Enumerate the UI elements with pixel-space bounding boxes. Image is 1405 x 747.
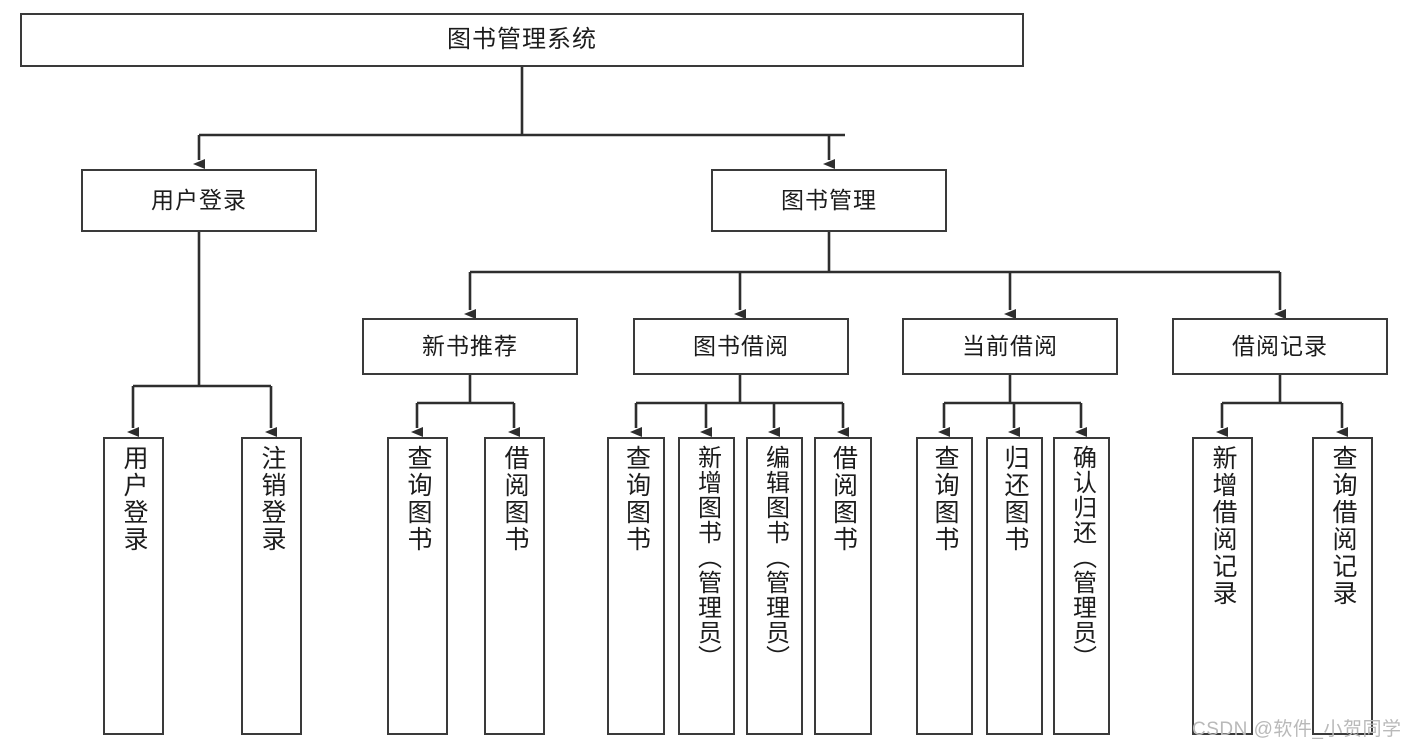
node-root[interactable]: 图书管理系统 bbox=[20, 13, 1024, 67]
node-leaf-borrow-book-2[interactable]: 借阅图书 bbox=[814, 437, 872, 735]
node-user-login[interactable]: 用户登录 bbox=[81, 169, 317, 232]
node-leaf-borrow-book-2-label: 借阅图书 bbox=[829, 445, 858, 553]
node-leaf-logout[interactable]: 注销登录 bbox=[241, 437, 302, 735]
node-leaf-add-book[interactable]: 新增图书（管理员） bbox=[678, 437, 735, 735]
node-leaf-add-record-label: 新增借阅记录 bbox=[1209, 445, 1237, 607]
node-leaf-user-login-label: 用户登录 bbox=[120, 445, 148, 553]
node-leaf-query-book-1-label: 查询图书 bbox=[404, 445, 432, 553]
node-leaf-logout-label: 注销登录 bbox=[258, 445, 286, 553]
node-leaf-query-record-label: 查询借阅记录 bbox=[1329, 445, 1357, 607]
node-leaf-query-record[interactable]: 查询借阅记录 bbox=[1312, 437, 1373, 735]
node-current-borrow-label: 当前借阅 bbox=[962, 333, 1058, 360]
node-book-borrow[interactable]: 图书借阅 bbox=[633, 318, 849, 375]
node-leaf-user-login[interactable]: 用户登录 bbox=[103, 437, 164, 735]
node-borrow-record[interactable]: 借阅记录 bbox=[1172, 318, 1388, 375]
node-current-borrow[interactable]: 当前借阅 bbox=[902, 318, 1118, 375]
node-book-manage-label: 图书管理 bbox=[781, 187, 877, 214]
node-leaf-query-book-3-label: 查询图书 bbox=[931, 445, 959, 553]
csdn-watermark: CSDN @软件_小贺同学 bbox=[1192, 719, 1402, 740]
node-leaf-confirm-return-label: 确认归还（管理员） bbox=[1068, 445, 1096, 670]
node-borrow-record-label: 借阅记录 bbox=[1232, 333, 1328, 360]
node-leaf-add-record[interactable]: 新增借阅记录 bbox=[1192, 437, 1253, 735]
node-leaf-query-book-2-label: 查询图书 bbox=[622, 445, 651, 553]
node-user-login-label: 用户登录 bbox=[151, 187, 247, 214]
node-leaf-query-book-1[interactable]: 查询图书 bbox=[387, 437, 448, 735]
node-leaf-query-book-2[interactable]: 查询图书 bbox=[607, 437, 665, 735]
node-leaf-edit-book-label: 编辑图书（管理员） bbox=[761, 445, 789, 670]
node-leaf-edit-book[interactable]: 编辑图书（管理员） bbox=[746, 437, 803, 735]
node-new-book-rec[interactable]: 新书推荐 bbox=[362, 318, 578, 375]
node-book-borrow-label: 图书借阅 bbox=[693, 333, 789, 360]
node-leaf-query-book-3[interactable]: 查询图书 bbox=[916, 437, 973, 735]
node-root-label: 图书管理系统 bbox=[447, 26, 597, 54]
node-leaf-borrow-book-1[interactable]: 借阅图书 bbox=[484, 437, 545, 735]
node-leaf-return-book-label: 归还图书 bbox=[1001, 445, 1029, 553]
node-book-manage[interactable]: 图书管理 bbox=[711, 169, 947, 232]
node-leaf-add-book-label: 新增图书（管理员） bbox=[693, 445, 721, 670]
node-leaf-confirm-return[interactable]: 确认归还（管理员） bbox=[1053, 437, 1110, 735]
node-leaf-borrow-book-1-label: 借阅图书 bbox=[501, 445, 529, 553]
node-new-book-rec-label: 新书推荐 bbox=[422, 333, 518, 360]
node-leaf-return-book[interactable]: 归还图书 bbox=[986, 437, 1043, 735]
